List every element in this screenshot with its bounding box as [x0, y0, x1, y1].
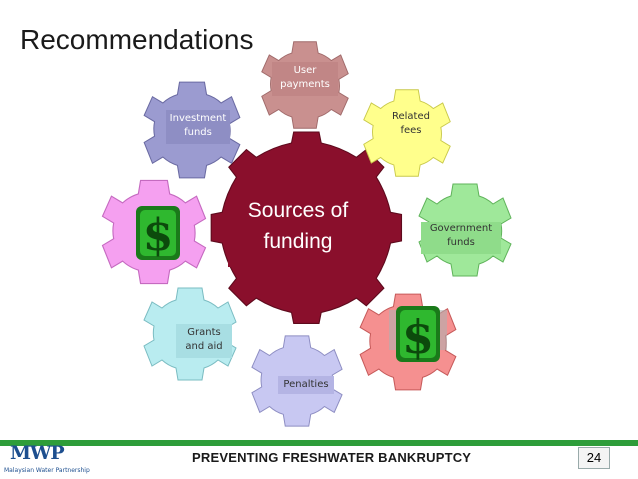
- dollar-icon-right: [389, 306, 447, 362]
- node-related-fees-line2: fees: [400, 125, 422, 136]
- center-label-line1: Sources of: [247, 199, 349, 222]
- dollar-glyph-left: $: [143, 210, 174, 261]
- node-grants-aid-line2: and aid: [185, 341, 223, 352]
- dollar-glyph-right: $: [402, 310, 434, 364]
- footer: [0, 446, 638, 479]
- node-related-fees-line1: Related: [392, 111, 430, 122]
- center-label: Sources of funding: [228, 195, 368, 267]
- footer-bar: [0, 440, 638, 446]
- page-number: 24: [578, 447, 610, 469]
- node-user-payments: User payments: [272, 64, 338, 92]
- dollar-icon-left: [136, 206, 180, 260]
- node-investment-funds: Investment funds: [166, 112, 230, 140]
- mwp-logo: MWP: [10, 442, 65, 464]
- node-grants-aid-line1: Grants: [187, 327, 221, 338]
- node-related-fees: Related fees: [378, 110, 444, 138]
- slide-title: Recommendations: [20, 24, 254, 55]
- node-government-funds-line2: funds: [447, 237, 475, 248]
- node-government-funds: Government funds: [421, 222, 501, 250]
- node-investment-funds-line2: funds: [184, 127, 212, 138]
- node-penalties-line1: Penalties: [283, 379, 329, 390]
- node-grants-aid: Grants and aid: [176, 326, 232, 354]
- mwp-logo-subtitle: Malaysian Water Partnership: [4, 467, 90, 474]
- node-investment-funds-line1: Investment: [169, 113, 227, 124]
- node-government-funds-line1: Government: [429, 223, 493, 234]
- node-penalties: Penalties: [278, 378, 334, 392]
- node-user-payments-line1: User: [293, 65, 317, 76]
- footer-text: PREVENTING FRESHWATER BANKRUPTCY: [192, 450, 472, 465]
- center-label-line2: funding: [263, 230, 333, 253]
- node-user-payments-line2: payments: [280, 79, 330, 90]
